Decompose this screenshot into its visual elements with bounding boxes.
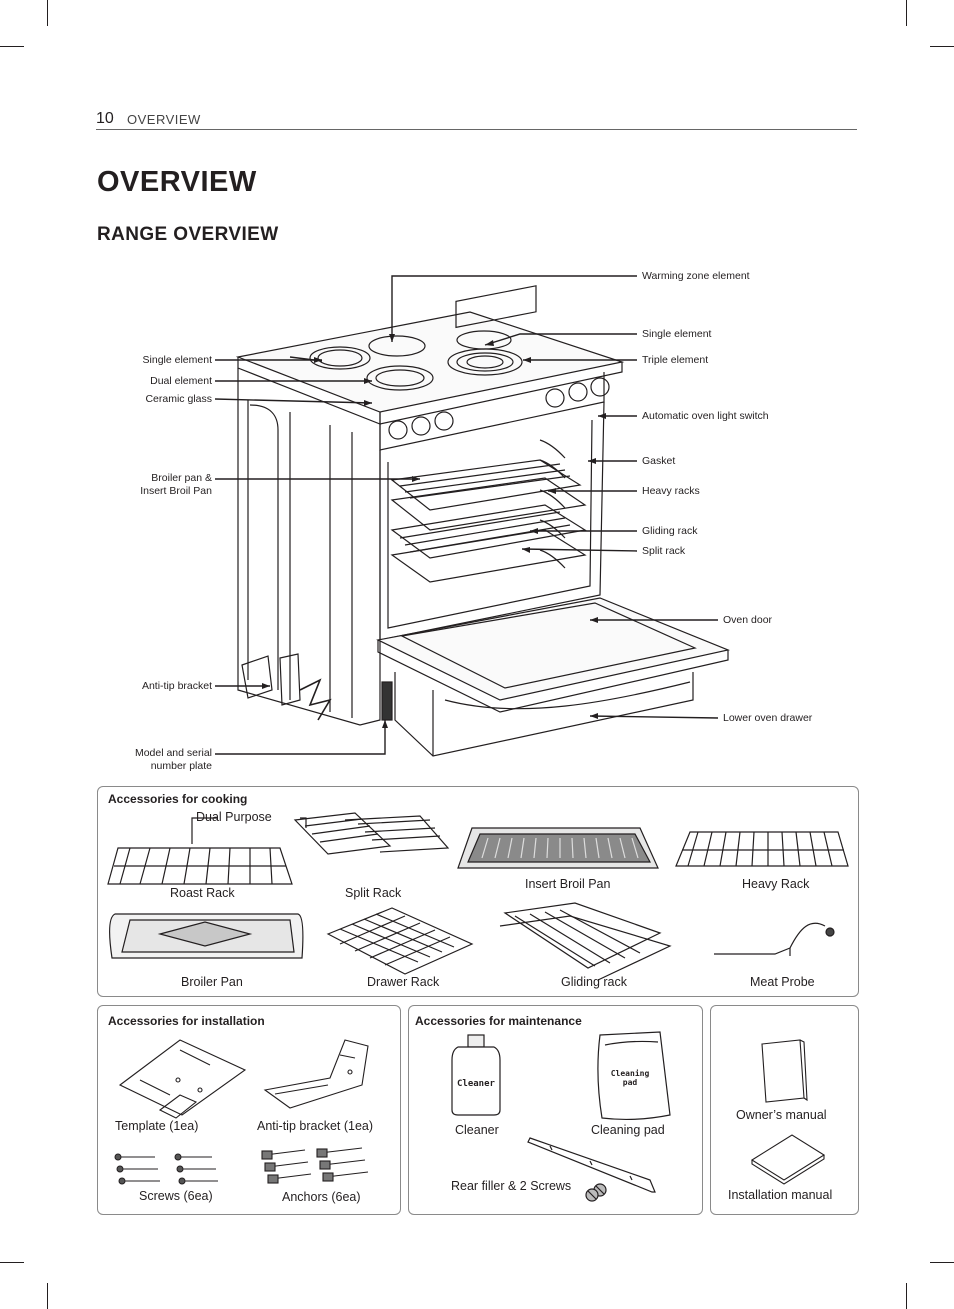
crop-mark [906,0,907,26]
callout-oven-door: Oven door [723,614,773,626]
split-rack-icon [293,812,450,855]
crop-mark [906,1283,907,1309]
label-gliding-rack: Gliding rack [561,975,627,989]
label-anchors: Anchors (6ea) [282,1190,361,1204]
label-owners-manual: Owner’s manual [736,1108,827,1122]
installation-accessories-art [114,1039,369,1185]
cooking-accessories-box [97,786,859,997]
callout-single-element-left: Single element [142,354,212,366]
cooking-accessories-art [107,812,849,981]
roast-rack-icon [107,847,293,885]
label-screws: Screws (6ea) [139,1189,213,1203]
callout-broiler-pan-line2: Insert Broil Pan [140,485,212,497]
callout-heavy-racks: Heavy racks [642,485,700,497]
anchors-icon [261,1147,369,1184]
callout-lower-drawer: Lower oven drawer [723,712,813,724]
callout-light-switch: Automatic oven light switch [642,410,769,422]
template-icon [118,1039,247,1119]
cooking-accessories-title: Accessories for cooking [108,792,248,806]
heavy-rack-icon [675,831,849,867]
crop-mark [930,46,954,47]
callout-single-element-right: Single element [642,328,712,340]
callout-ceramic-glass: Ceramic glass [145,393,212,405]
insert-broil-pan-icon [457,827,659,869]
installation-accessories-box [97,1005,401,1215]
crop-mark [0,46,24,47]
cleaning-pad-label: Cleaning pad [610,1069,650,1087]
label-cleaner: Cleaner [455,1123,499,1137]
callout-broiler-pan-line1: Broiler pan & [151,472,212,484]
callout-model-serial: Model and serial number plate [135,747,212,773]
running-header: OVERVIEW [127,112,201,127]
label-roast-rack: Roast Rack [170,886,235,900]
installation-accessories-title: Accessories for installation [108,1014,265,1028]
label-insert-broil-pan: Insert Broil Pan [525,877,611,891]
callout-triple-element: Triple element [642,354,709,366]
label-installation-manual: Installation manual [728,1188,833,1202]
header-rule [96,129,857,130]
page-number: 10 [96,110,114,127]
label-cleaning-pad: Cleaning pad [591,1123,665,1137]
drawer-rack-icon [326,907,474,975]
section-title: RANGE OVERVIEW [97,224,279,245]
broiler-pan-icon [109,913,304,959]
cleaning-pad-label-line2: pad [622,1078,638,1087]
gliding-rack-icon [499,902,672,981]
callout-model-serial-line2: number plate [150,760,212,772]
callout-gasket: Gasket [642,455,676,467]
label-heavy-rack: Heavy Rack [742,877,810,891]
manuals-art [750,1039,826,1185]
callout-broiler-pan: Broiler pan & Insert Broil Pan [140,472,212,498]
page-title: OVERVIEW [97,166,257,198]
callout-anti-tip-bracket: Anti-tip bracket [141,680,212,692]
cleaning-pad-icon [597,1031,671,1121]
label-anti-tip-bracket: Anti-tip bracket (1ea) [257,1119,374,1133]
owners-manual-icon [761,1039,808,1103]
cleaner-bottle-icon [451,1034,501,1116]
anti-tip-bracket-icon [263,1039,369,1109]
maintenance-accessories-art [451,1031,671,1202]
maintenance-accessories-title: Accessories for maintenance [415,1014,582,1028]
crop-mark [47,1283,48,1309]
label-drawer-rack: Drawer Rack [367,975,440,989]
callout-split-rack: Split rack [642,545,686,557]
screw-pair-icon [585,1183,607,1202]
callout-model-serial-line1: Model and serial [134,747,212,759]
crop-mark [0,1262,24,1263]
callout-dual-element: Dual element [150,375,212,387]
callout-warming-zone: Warming zone element [642,270,750,282]
rear-filler-icon [527,1137,656,1193]
cleaner-bottle-label: Cleaner [457,1079,495,1089]
crop-mark [930,1262,954,1263]
range-diagram [214,275,731,757]
maintenance-accessories-box [408,1005,703,1215]
cleaning-pad-label-line1: Cleaning [610,1069,650,1078]
screws-icon [114,1153,218,1185]
label-broiler-pan: Broiler Pan [181,975,243,989]
crop-mark [47,0,48,26]
meat-probe-icon [714,922,835,956]
label-meat-probe: Meat Probe [750,975,815,989]
label-dual-purpose: Dual Purpose [196,810,272,824]
label-template: Template (1ea) [115,1119,199,1133]
label-rear-filler: Rear filler & 2 Screws [451,1179,572,1193]
manuals-box [710,1005,859,1215]
label-split-rack: Split Rack [345,886,402,900]
installation-manual-icon [750,1134,826,1185]
callout-gliding-rack: Gliding rack [642,525,698,537]
